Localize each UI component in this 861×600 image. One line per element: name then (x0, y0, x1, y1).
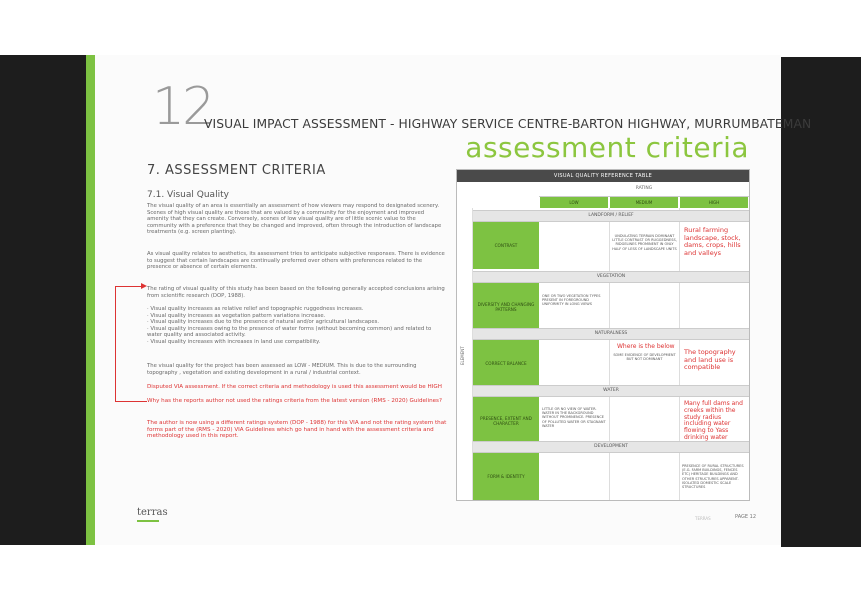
row-label-diversity: DIVERSITY AND CHANGING PATTERNS (473, 283, 539, 330)
cell-contrast-medium: UNDULATING TERRAIN DOMINANT LITTLE CONTR… (612, 234, 677, 251)
annotation-author: The author is now using a different rati… (147, 420, 447, 440)
document-subtitle: assessment criteria (465, 131, 749, 164)
footer-brand: TERRAS (695, 516, 711, 521)
band-naturalness: NATURALNESS (473, 328, 749, 340)
rating-header: RATING (539, 182, 749, 197)
paragraph-4: The visual quality for the project has b… (147, 363, 417, 376)
footer-page-number: PAGE 12 (735, 514, 757, 520)
subsection-title: 7.1. Visual Quality (147, 190, 229, 200)
table-divider (679, 208, 680, 500)
left-dark-bar (0, 55, 86, 545)
cell-balance-medium: SOME EVIDENCE OF DEVELOPMENT BUT NOT DOM… (613, 353, 676, 362)
band-landform: LANDFORM / RELIEF (473, 210, 749, 222)
cell-water-high: Many full dams and creeks within the stu… (684, 400, 743, 441)
bullet-item: · Visual quality increases as relative r… (147, 306, 364, 312)
annotation-arrow-line (115, 401, 147, 402)
cell-diversity-low: ONE OR TWO VEGETATION TYPES PRESENT IN F… (542, 294, 601, 307)
left-green-stripe (86, 55, 95, 545)
row-label-balance: CORRECT BALANCE (473, 340, 539, 387)
company-logo: terras (137, 507, 168, 518)
paragraph-1: The visual quality of an area is essenti… (147, 203, 442, 235)
cell-water-low: LITTLE OR NO VIEW OF WATER. WATER IN THE… (542, 407, 606, 428)
rating-levels: LOW MEDIUM HIGH (539, 197, 749, 208)
rating-low: LOW (540, 197, 608, 208)
page-number-large: 12 (152, 77, 215, 137)
band-development: DEVELOPMENT (473, 441, 749, 453)
cell-form-high: PRESENCE OF RURAL STRUCTURES (E.G. FARM … (682, 464, 744, 490)
row-label-water: PRESENCE, EXTENT AND CHARACTER (473, 397, 539, 444)
band-water: WATER (473, 385, 749, 397)
table-divider (472, 208, 473, 500)
logo-underline (137, 520, 159, 522)
table-divider (609, 208, 610, 500)
paragraph-3: The rating of visual quality of this stu… (147, 286, 445, 299)
row-label-contrast: CONTRAST (473, 222, 539, 269)
annotation-arrow-head-icon (141, 283, 147, 289)
annotation-disputed: Disputed VIA assessment. If the correct … (147, 384, 442, 390)
bullet-list: · Visual quality increases as relative r… (147, 306, 447, 345)
band-vegetation: VEGETATION (473, 271, 749, 283)
annotation-why: Why has the reports author not used the … (147, 398, 442, 404)
document-page: 12 VISUAL IMPACT ASSESSMENT - HIGHWAY SE… (95, 55, 811, 545)
annotation-arrow-line (115, 286, 116, 402)
cell-contrast-high: Rural farming landscape, stock, dams, cr… (684, 226, 741, 257)
rating-medium: MEDIUM (610, 197, 678, 208)
cell-balance-medium-note: Where is the below (617, 343, 675, 350)
element-axis-label: ELEMENT (460, 346, 465, 365)
bullet-item: · Visual quality increases due to the pr… (147, 319, 380, 325)
row-label-form-identity: FORM & IDENTITY (473, 453, 539, 500)
table-title: VISUAL QUALITY REFERENCE TABLE (457, 170, 749, 182)
paragraph-2: As visual quality relates to aesthetics,… (147, 251, 445, 270)
rating-high: HIGH (680, 197, 748, 208)
visual-quality-table: VISUAL QUALITY REFERENCE TABLE RATING LO… (456, 169, 750, 501)
cell-balance-high: The topography and land use is compatibl… (684, 348, 736, 371)
bullet-item: · Visual quality increases with increase… (147, 338, 321, 345)
bullet-item: · Visual quality increases owing to the … (147, 325, 432, 339)
annotation-arrow-line (115, 286, 145, 287)
section-title: 7. ASSESSMENT CRITERIA (147, 163, 326, 178)
document-title: VISUAL IMPACT ASSESSMENT - HIGHWAY SERVI… (204, 117, 812, 131)
right-dark-bar (781, 57, 861, 547)
bullet-item: · Visual quality increases as vegetation… (147, 312, 326, 319)
